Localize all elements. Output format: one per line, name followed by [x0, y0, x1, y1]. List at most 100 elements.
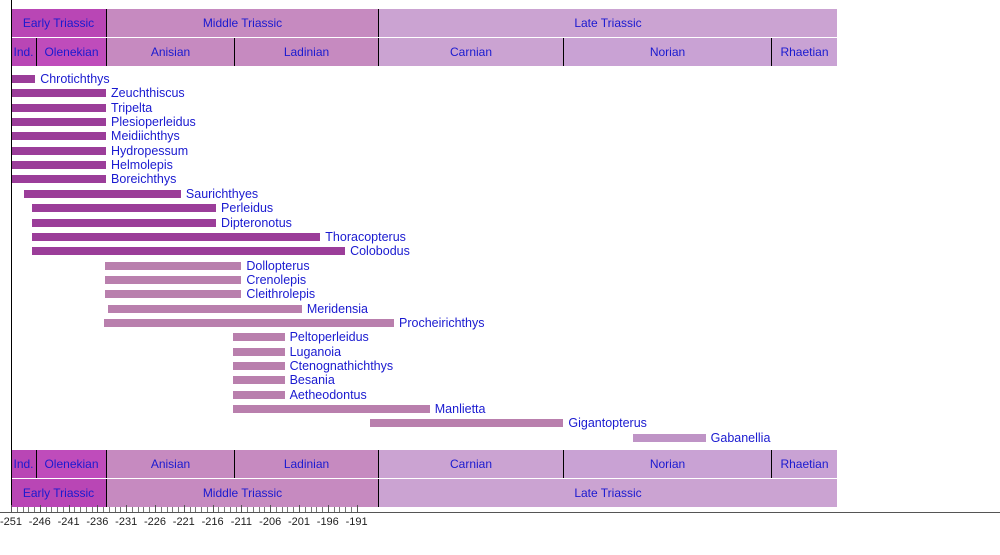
timescale-cell-rhaetian[interactable]: Rhaetian: [772, 450, 837, 478]
timescale-cell-label: Olenekian: [44, 457, 99, 471]
x-tick: [270, 505, 272, 513]
x-tick: [126, 505, 128, 513]
range-bar-zeuchthiscus[interactable]: [11, 89, 107, 98]
range-bar-dipteronotus[interactable]: [32, 218, 217, 227]
range-bar-manlietta[interactable]: [232, 405, 430, 414]
x-tick-minor: [108, 507, 110, 512]
x-tick-minor: [195, 507, 197, 512]
range-bar-perleidus[interactable]: [32, 204, 217, 213]
timescale-stage-row-bottom: Ind. Olenekian Anisian Ladinian Carnian Noria…: [11, 450, 837, 478]
x-tick: [183, 505, 185, 513]
range-label-dipteronotus: Dipteronotus: [221, 215, 292, 230]
range-bar-meridensia[interactable]: [107, 304, 302, 313]
x-tick-minor: [85, 507, 87, 512]
x-tick-minor: [316, 507, 318, 512]
x-tick-label: -191: [345, 516, 368, 528]
range-label-gabanellia: Gabanellia: [710, 430, 771, 445]
range-label-perleidus: Perleidus: [221, 201, 274, 216]
range-bar-dollopterus[interactable]: [104, 261, 242, 270]
range-bar-meidiichthys[interactable]: [11, 132, 107, 141]
x-tick: [11, 505, 12, 513]
timescale-cell-carnian[interactable]: Carnian: [379, 450, 564, 478]
range-label-crenolepis: Crenolepis: [246, 272, 307, 287]
range-label-cleithrolepis: Cleithrolepis: [246, 287, 316, 302]
timescale-cell-label: Anisian: [150, 457, 191, 471]
timescale-cell-olenekian[interactable]: Olenekian: [37, 450, 107, 478]
x-tick: [327, 505, 329, 513]
range-bar-gigantopterus[interactable]: [370, 419, 564, 428]
x-tick-minor: [137, 507, 139, 512]
range-bar-thoracopterus[interactable]: [32, 232, 321, 241]
timescale-cell-norian[interactable]: Norian: [564, 450, 772, 478]
x-tick-minor: [218, 507, 220, 512]
range-label-peltoperleidus: Peltoperleidus: [289, 330, 369, 345]
range-bar-colobodus[interactable]: [32, 247, 346, 256]
range-bar-luganoia[interactable]: [232, 347, 285, 356]
timescale-cell-early-triassic[interactable]: Early Triassic: [11, 479, 107, 507]
range-bar-saurichthyes[interactable]: [24, 189, 181, 198]
x-tick-minor: [160, 507, 162, 512]
range-bar-crenolepis[interactable]: [104, 275, 242, 284]
range-bar-chrotichthys[interactable]: [11, 75, 36, 83]
x-tick: [299, 505, 300, 513]
x-tick-label: -231: [115, 516, 138, 528]
range-bar-hydropessum[interactable]: [11, 146, 107, 155]
x-tick-label: -221: [172, 516, 195, 528]
range-label-colobodus: Colobodus: [350, 244, 410, 259]
range-label-helmolepis: Helmolepis: [111, 158, 173, 173]
x-axis-line: [0, 512, 1000, 513]
range-bar-boreichthys[interactable]: [11, 175, 107, 184]
range-label-dollopterus: Dollopterus: [246, 258, 310, 273]
x-tick-label: -226: [143, 516, 167, 528]
x-tick-minor: [247, 507, 249, 512]
x-tick-minor: [201, 507, 203, 512]
x-tick-minor: [293, 507, 295, 512]
timescale-cell-label: Ind.: [13, 457, 34, 471]
timescale-cell-ind-[interactable]: Ind.: [11, 450, 37, 478]
range-bar-procheirichthys[interactable]: [103, 318, 395, 327]
range-bar-cleithrolepis[interactable]: [104, 290, 242, 299]
x-tick-minor: [350, 507, 352, 512]
x-tick-minor: [57, 507, 59, 512]
timescale-cell-late-triassic[interactable]: Late Triassic: [379, 479, 837, 507]
x-tick-label: -211: [230, 516, 252, 528]
x-tick-minor: [166, 507, 168, 512]
range-bar-ctenognathichthys[interactable]: [232, 362, 285, 370]
timescale-cell-label: Norian: [649, 457, 686, 471]
range-label-zeuchthiscus: Zeuchthiscus: [111, 86, 185, 101]
x-tick-minor: [310, 507, 312, 512]
x-tick-minor: [172, 507, 174, 512]
x-tick-label: -206: [259, 516, 282, 528]
x-tick-label: -236: [86, 516, 109, 528]
x-tick-minor: [22, 507, 24, 512]
range-bar-peltoperleidus[interactable]: [232, 333, 285, 342]
range-bar-plesioperleidus[interactable]: [11, 118, 107, 127]
x-tick-label: -216: [201, 516, 224, 528]
timescale-cell-label: Carnian: [449, 457, 493, 471]
x-tick-minor: [131, 507, 133, 512]
timescale-cell-ladinian[interactable]: Ladinian: [235, 450, 379, 478]
range-label-saurichthyes: Saurichthyes: [185, 186, 259, 201]
x-tick: [212, 505, 214, 513]
range-bar-tripelta[interactable]: [11, 103, 107, 112]
x-tick-minor: [189, 507, 191, 512]
x-tick-minor: [281, 507, 283, 512]
range-label-ctenognathichthys: Ctenognathichthys: [289, 359, 394, 373]
timescale-cell-label: Early Triassic: [22, 486, 95, 500]
range-bar-helmolepis[interactable]: [11, 161, 107, 170]
x-tick: [356, 505, 358, 513]
timescale-cell-anisian[interactable]: Anisian: [107, 450, 235, 478]
range-bar-besania[interactable]: [232, 376, 285, 385]
x-tick-minor: [149, 507, 151, 512]
x-tick-minor: [345, 507, 347, 512]
x-tick: [241, 505, 243, 513]
range-bar-aetheodontus[interactable]: [232, 390, 285, 399]
x-tick-minor: [264, 507, 266, 512]
x-tick: [97, 505, 99, 513]
x-tick-minor: [120, 507, 122, 512]
x-tick-minor: [103, 507, 105, 512]
range-bar-gabanellia[interactable]: [632, 433, 706, 442]
timescale-cell-middle-triassic[interactable]: Middle Triassic: [107, 479, 379, 507]
